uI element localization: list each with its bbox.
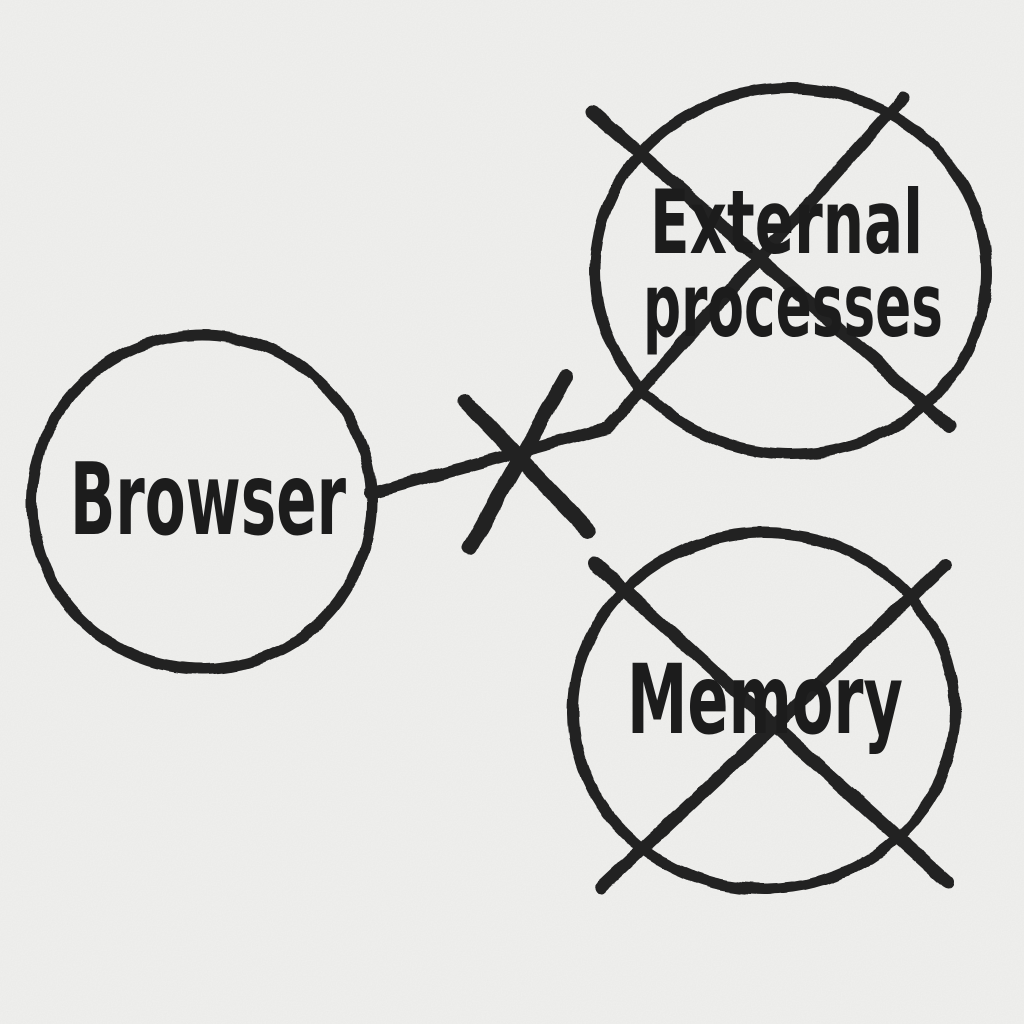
memory-node xyxy=(567,527,961,895)
blocked-x-stroke-2 xyxy=(462,369,574,556)
connection-blocked-x-icon xyxy=(457,369,596,556)
external-processes-node xyxy=(585,82,993,460)
external-processes-cross-out-x-icon xyxy=(585,104,957,434)
memory-cross-out-x-icon xyxy=(587,556,955,895)
browser-external-connector-line xyxy=(364,92,909,499)
memory-cross-stroke-2 xyxy=(594,558,952,895)
browser-node-label: Browser xyxy=(70,441,346,558)
memory-node-label: Memory xyxy=(627,644,903,756)
external-processes-node-circle xyxy=(589,82,993,460)
blocked-x-stroke-1 xyxy=(457,393,596,538)
memory-node-circle xyxy=(567,527,961,895)
external-processes-label-line2: processes xyxy=(643,254,943,357)
external-processes-label-line1: External xyxy=(650,171,923,274)
